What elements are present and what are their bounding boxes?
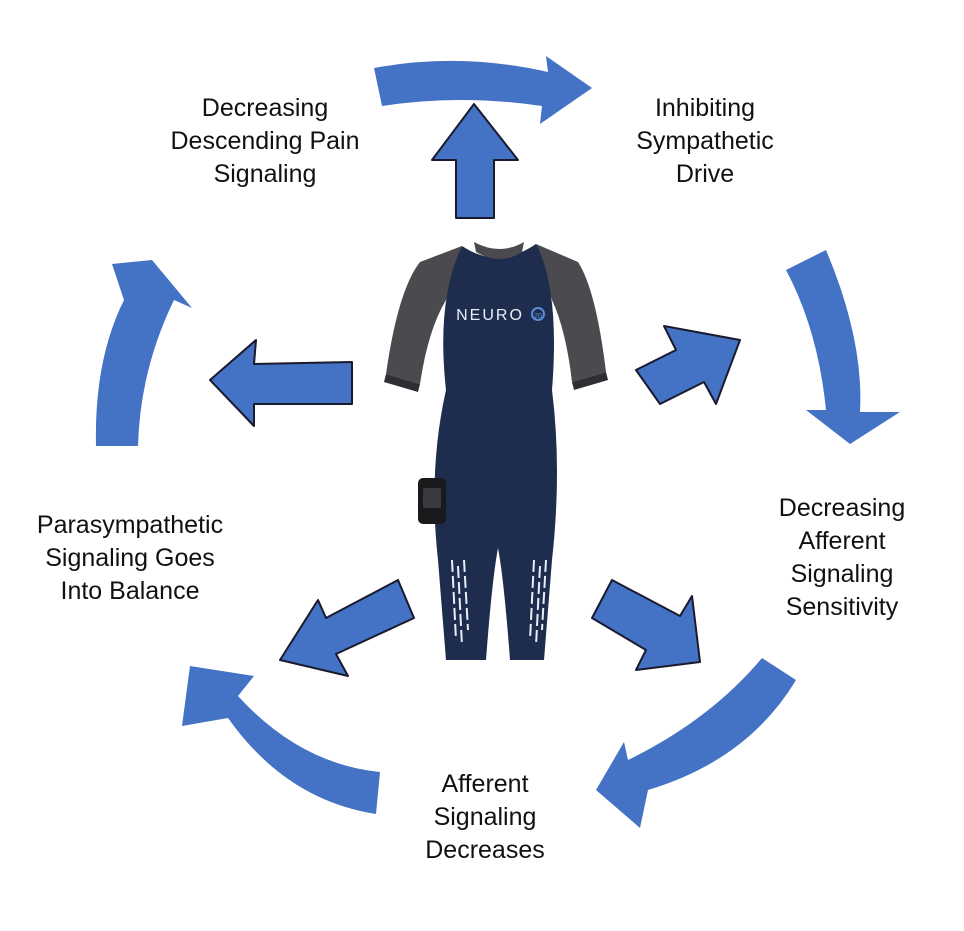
cycle-arrow-bottom-right [596, 658, 796, 828]
cycle-arrow-bottom-left [182, 666, 380, 814]
radial-arrow-lower-left [279, 579, 415, 677]
radial-arrow-lower-right [591, 579, 701, 671]
label-decreasing-afferent-signaling-sensitivity: Decreasing Afferent Signaling Sensitivit… [778, 494, 906, 621]
suit-brand-logo: NEURO [456, 307, 524, 324]
suit-brand-suffix: 20 [534, 313, 542, 320]
label-afferent-signaling-decreases: Afferent Signaling Decreases [425, 770, 545, 864]
cycle-arrow-right [786, 250, 900, 444]
suit-right-sleeve [536, 244, 606, 382]
radial-arrow-upper-right [635, 325, 741, 405]
suit-left-sleeve [386, 246, 462, 384]
neuro-suit-image: NEURO 20 [384, 242, 608, 660]
label-decreasing-descending-pain-signaling: Decreasing Descending Pain Signaling [170, 94, 360, 188]
radial-arrows [209, 103, 741, 677]
radial-arrow-up [431, 103, 519, 219]
suit-right-cuff [572, 372, 608, 390]
suit-leg-stripes [451, 559, 547, 647]
suit-body [434, 244, 557, 660]
suit-collar [474, 242, 524, 259]
cycle-arrows [95, 56, 900, 828]
suit-brand-ring [531, 307, 545, 321]
label-parasympathetic-signaling-balance: Parasympathetic Signaling Goes Into Bala… [36, 511, 224, 605]
suit-left-cuff [384, 374, 420, 392]
cycle-arrow-left [95, 260, 192, 446]
label-inhibiting-sympathetic-drive: Inhibiting Sympathetic Drive [636, 94, 774, 188]
suit-control-screen [423, 488, 441, 508]
cycle-arrow-top [374, 56, 592, 124]
radial-arrow-left [209, 339, 353, 427]
